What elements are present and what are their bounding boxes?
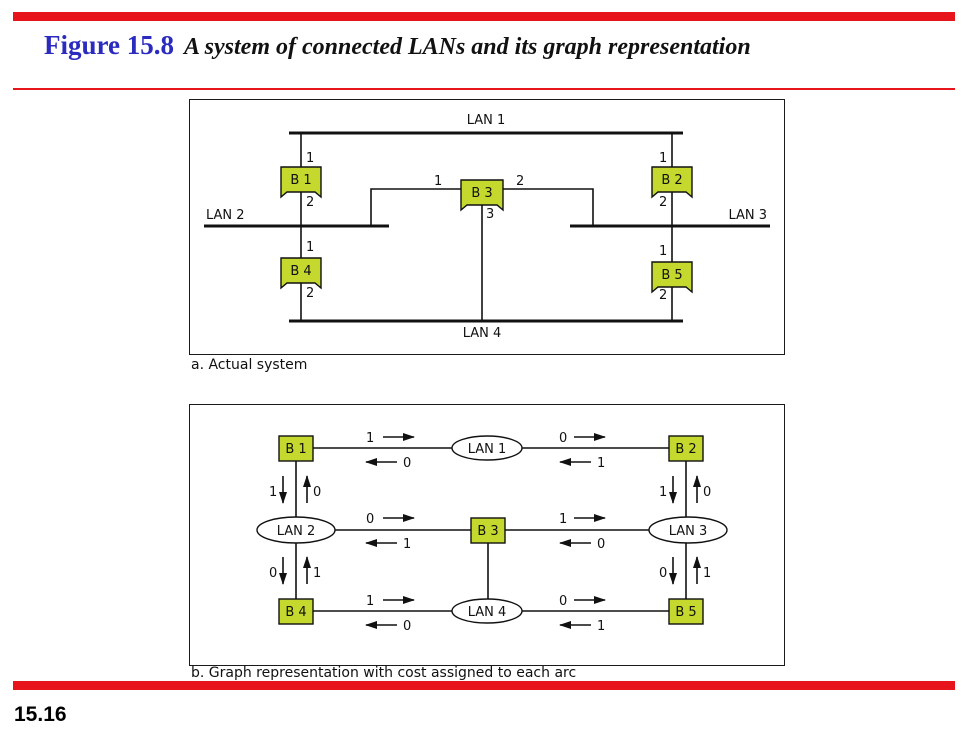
figure-label: Figure 15.8: [44, 30, 174, 60]
node-ellipse: [451, 598, 523, 624]
graph-node-lan3: LAN 3: [648, 516, 728, 544]
port-label: 1: [434, 174, 442, 189]
node-label: LAN 2: [277, 524, 316, 539]
cost-label: 1: [703, 566, 711, 581]
port-label: 1: [659, 244, 667, 259]
node-label: LAN 1: [468, 442, 507, 457]
bridge-b3: B 3: [460, 179, 504, 212]
cost-label: 0: [559, 594, 567, 609]
cost-label: 1: [313, 566, 321, 581]
bridge-shape: [280, 166, 322, 199]
lan2-label: LAN 2: [206, 208, 245, 223]
b3-left-link: [370, 188, 461, 226]
cost-labels: 1 0 0 1 0 1 1 0 1 0 0 1 1 0 0 1 1 0 0 1: [269, 431, 711, 634]
title-underline: [13, 88, 955, 90]
node-ellipse: [451, 435, 523, 461]
port-label: 3: [486, 207, 494, 222]
node-label: B 1: [285, 442, 306, 457]
graph-edges: [295, 447, 687, 612]
figure-caption: A system of connected LANs and its graph…: [184, 34, 751, 60]
node-label: B 4: [285, 605, 306, 620]
bridge-b5-label: B 5: [661, 268, 682, 283]
cost-arrows: [279, 433, 701, 629]
graph-caption: b. Graph representation with cost assign…: [191, 665, 577, 681]
node-ellipse: [648, 516, 728, 544]
cost-label: 0: [703, 485, 711, 500]
cost-label: 1: [366, 431, 374, 446]
bridge-b1: B 1: [280, 166, 322, 199]
graph-node-lan2: LAN 2: [256, 516, 336, 544]
cost-label: 0: [403, 456, 411, 471]
cost-label: 0: [403, 619, 411, 634]
port-label: 1: [306, 151, 314, 166]
node-label: B 2: [675, 442, 696, 457]
node-label: LAN 4: [468, 605, 507, 620]
lan1-label: LAN 1: [467, 113, 506, 128]
graph-node-lan4: LAN 4: [451, 598, 523, 624]
cost-label: 0: [559, 431, 567, 446]
bridge-shape: [280, 257, 322, 290]
port-label: 2: [659, 288, 667, 303]
port-label: 2: [306, 286, 314, 301]
graph-node-lan1: LAN 1: [451, 435, 523, 461]
bridge-b2: B 2: [651, 166, 693, 199]
node-label: B 3: [477, 524, 498, 539]
cost-label: 1: [597, 456, 605, 471]
port-label: 2: [659, 195, 667, 210]
bridge-shape: [651, 166, 693, 199]
bridge-b1-label: B 1: [290, 173, 311, 188]
node-box: [668, 435, 704, 462]
port-label: 1: [659, 151, 667, 166]
bridge-b2-label: B 2: [661, 173, 682, 188]
bridge-b4: B 4: [280, 257, 322, 290]
bridge-b4-label: B 4: [290, 264, 311, 279]
actual-system-caption: a. Actual system: [191, 357, 308, 373]
slide-title: Figure 15.8 A system of connected LANs an…: [44, 30, 751, 61]
graph-node-b1: B 1: [278, 435, 314, 462]
cost-label: 1: [403, 537, 411, 552]
bridge-b3-label: B 3: [471, 186, 492, 201]
bridge-shape: [460, 179, 504, 212]
bridge-shape: [651, 261, 693, 294]
graph-node-b4: B 4: [278, 598, 314, 625]
graph-node-b2: B 2: [668, 435, 704, 462]
cost-label: 1: [269, 485, 277, 500]
bottom-red-bar: [13, 681, 955, 690]
lan3-label: LAN 3: [728, 208, 767, 223]
cost-label: 0: [269, 566, 277, 581]
node-box: [278, 435, 314, 462]
node-box: [470, 517, 506, 544]
node-box: [278, 598, 314, 625]
port-label: 1: [306, 240, 314, 255]
cost-label: 0: [597, 537, 605, 552]
bridge-b5: B 5: [651, 261, 693, 294]
graph-node-b3: B 3: [470, 517, 506, 544]
cost-label: 0: [659, 566, 667, 581]
node-label: B 5: [675, 605, 696, 620]
node-ellipse: [256, 516, 336, 544]
port-label: 2: [516, 174, 524, 189]
port-label: 2: [306, 195, 314, 210]
b3-right-link: [503, 188, 594, 226]
cost-label: 1: [366, 594, 374, 609]
cost-label: 1: [597, 619, 605, 634]
slide-number: 15.16: [14, 703, 67, 726]
cost-label: 0: [313, 485, 321, 500]
top-red-bar: [13, 12, 955, 21]
node-box: [668, 598, 704, 625]
actual-system-diagram: [204, 131, 770, 323]
cost-label: 1: [659, 485, 667, 500]
cost-label: 1: [559, 512, 567, 527]
node-label: LAN 3: [669, 524, 708, 539]
graph-node-b5: B 5: [668, 598, 704, 625]
lan4-label: LAN 4: [463, 326, 502, 341]
cost-label: 0: [366, 512, 374, 527]
